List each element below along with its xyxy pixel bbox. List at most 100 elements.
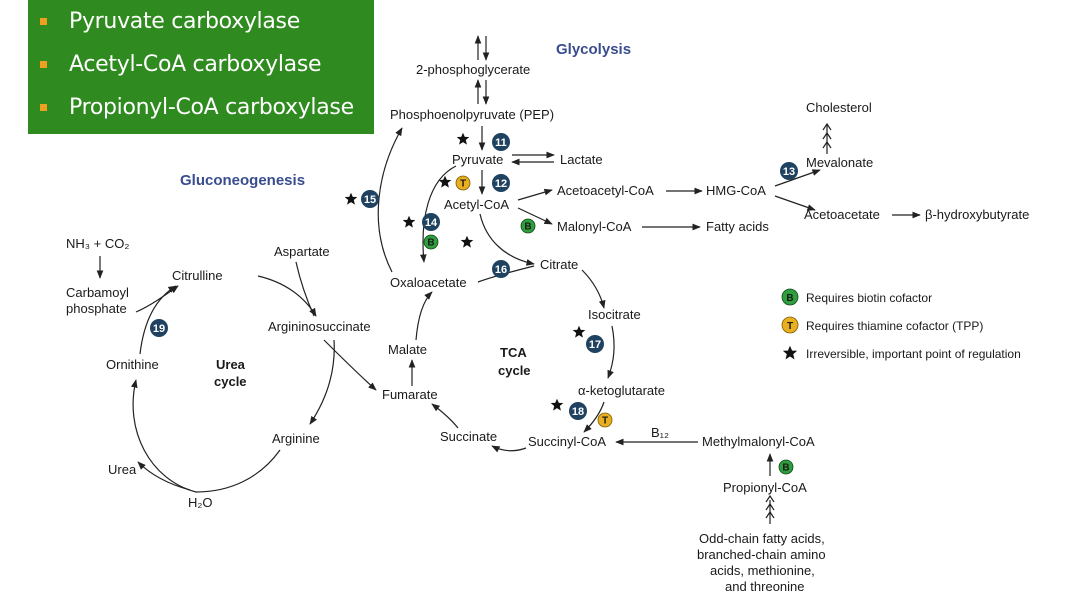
label-alpha-ketoglutarate: α-ketoglutarate xyxy=(578,383,665,398)
label-hmg-coa: HMG-CoA xyxy=(706,183,766,198)
label-citrulline: Citrulline xyxy=(172,268,223,283)
label-aspartate: Aspartate xyxy=(274,244,330,259)
legend-item-thiamine: T Requires thiamine cofactor (TPP) xyxy=(781,316,983,334)
label-propionyl-coa: Propionyl-CoA xyxy=(723,480,807,495)
arrow-ornithine-to-citrulline xyxy=(139,285,177,355)
label-odd-chain-3: acids, methionine, xyxy=(710,563,815,578)
arrow-malate-to-oaa xyxy=(415,291,433,341)
label-acetoacetate: Acetoacetate xyxy=(804,207,880,222)
label-malonyl-coa: Malonyl-CoA xyxy=(557,219,632,234)
glycolysis-title: Glycolysis xyxy=(556,41,631,58)
irreversible-star-icon xyxy=(456,132,470,145)
cofactor-letter: T xyxy=(787,321,793,332)
irreversible-star-icon xyxy=(572,325,586,338)
step-badge-19: 19 xyxy=(150,319,168,337)
cofactor-letter: B xyxy=(524,222,531,233)
label-h2o: H₂O xyxy=(188,495,213,510)
arrow-to-malonyl xyxy=(517,207,553,225)
arrow-argininosuccinate-to-fumarate xyxy=(323,339,377,391)
step-badge-17: 17 xyxy=(586,335,604,353)
urea-cycle-label-line1: Urea xyxy=(216,357,246,372)
label-fumarate: Fumarate xyxy=(382,387,438,402)
step-badge-18: 18 xyxy=(569,402,587,420)
biotin-cofactor-badge: B xyxy=(423,234,439,250)
label-hydroxybutyrate: β-hydroxybutyrate xyxy=(925,207,1029,222)
legend-irreversible-label: Irreversible, important point of regulat… xyxy=(806,347,1021,361)
bullet-square-icon xyxy=(40,17,47,25)
label-ornithine: Ornithine xyxy=(106,357,159,372)
label-succinate: Succinate xyxy=(440,429,497,444)
tca-cycle-label-line2: cycle xyxy=(498,363,531,378)
cofactor-letter: B xyxy=(786,293,793,304)
label-b12: B₁₂ xyxy=(651,425,669,440)
step-number: 19 xyxy=(153,323,165,335)
arrow-to-ornithine xyxy=(130,379,197,493)
bullet-label: Propionyl-CoA carboxylase xyxy=(69,94,354,120)
multi-step-chevron-icon xyxy=(765,494,775,519)
arrow-citrulline-to-argininosuccinate xyxy=(257,275,317,317)
label-carbamoyl-2: phosphate xyxy=(66,301,127,316)
cofactor-letter: T xyxy=(602,416,608,427)
step-number: 13 xyxy=(783,166,795,178)
step-number: 11 xyxy=(495,137,507,149)
arrow-to-mevalonate xyxy=(774,169,821,187)
step-number: 12 xyxy=(495,178,507,190)
arrow-argininosuccinate-to-arginine xyxy=(309,339,335,425)
label-cholesterol: Cholesterol xyxy=(806,100,872,115)
label-succinyl-coa: Succinyl-CoA xyxy=(528,434,606,449)
label-mevalonate: Mevalonate xyxy=(806,155,873,170)
label-odd-chain-1: Odd-chain fatty acids, xyxy=(699,531,825,546)
irreversible-star-icon xyxy=(344,192,358,205)
label-acetoacetyl-coa: Acetoacetyl-CoA xyxy=(557,183,654,198)
irreversible-star-icon xyxy=(782,345,798,360)
biotin-cofactor-badge: B xyxy=(778,459,794,475)
urea-cycle-label-line2: cycle xyxy=(214,374,247,389)
label-carbamoyl-1: Carbamoyl xyxy=(66,285,129,300)
label-odd-chain-2: branched-chain amino xyxy=(697,547,826,562)
arrow-pyruvate-to-oaa xyxy=(419,165,457,263)
step-number: 18 xyxy=(572,406,584,418)
cofactor-letter: B xyxy=(427,238,434,249)
biotin-cofactor-badge: B xyxy=(520,218,536,234)
legend: B Requires biotin cofactor T Requires th… xyxy=(781,288,1021,361)
bullet-item: Pyruvate carboxylase xyxy=(40,0,300,42)
step-number: 14 xyxy=(425,217,438,229)
label-odd-chain-4: and threonine xyxy=(725,579,805,594)
thiamine-cofactor-badge: T xyxy=(455,175,471,191)
arrow-succinylcoa-to-succinate xyxy=(491,445,527,453)
label-malate: Malate xyxy=(388,342,427,357)
arrow-to-acetoacetate xyxy=(774,195,816,211)
arrow-succinate-to-fumarate xyxy=(431,403,459,429)
cofactor-letter: B xyxy=(782,463,789,474)
label-acetyl-coa: Acetyl-CoA xyxy=(444,197,509,212)
label-2-phosphoglycerate: 2-phosphoglycerate xyxy=(416,62,530,77)
legend-biotin-label: Requires biotin cofactor xyxy=(806,291,932,305)
label-fatty-acids: Fatty acids xyxy=(706,219,769,234)
label-arginine: Arginine xyxy=(272,431,320,446)
label-argininosuccinate: Argininosuccinate xyxy=(268,319,371,334)
step-number: 16 xyxy=(495,264,507,276)
step-badge-11: 11 xyxy=(492,133,510,151)
step-badge-12: 12 xyxy=(492,174,510,192)
label-methylmalonyl-coa: Methylmalonyl-CoA xyxy=(702,434,815,449)
arrow-isocitrate-to-akg xyxy=(607,325,615,379)
label-urea: Urea xyxy=(108,462,137,477)
arrow-acetylcoa-to-citrate xyxy=(479,213,535,266)
enzyme-list-banner: Pyruvate carboxylase Acetyl-CoA carboxyl… xyxy=(28,0,374,134)
legend-item-biotin: B Requires biotin cofactor xyxy=(781,288,932,306)
irreversible-star-icon xyxy=(402,215,416,228)
thiamine-cofactor-badge: T xyxy=(597,412,613,428)
tca-cycle-label-line1: TCA xyxy=(500,345,527,360)
multi-step-chevron-icon xyxy=(822,122,832,149)
step-badge-15: 15 xyxy=(361,190,379,208)
arrow-to-urea xyxy=(137,461,191,491)
arrow-citrate-to-isocitrate xyxy=(581,269,606,309)
label-pyruvate: Pyruvate xyxy=(452,152,503,167)
label-nh3-co2: NH₃ + CO₂ xyxy=(66,236,129,251)
step-badge-16: 16 xyxy=(492,260,510,278)
cofactor-letter: T xyxy=(460,179,466,190)
label-lactate: Lactate xyxy=(560,152,603,167)
step-badge-14: 14 xyxy=(422,213,440,231)
gluconeogenesis-title: Gluconeogenesis xyxy=(180,172,305,189)
